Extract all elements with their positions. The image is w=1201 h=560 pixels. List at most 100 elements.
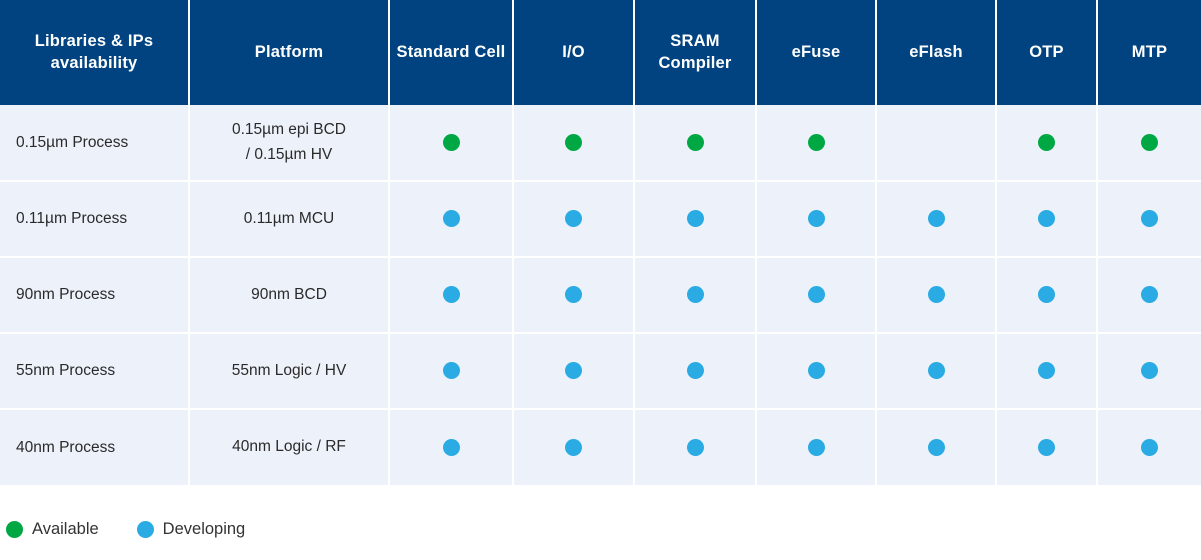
status-dot-available: [1141, 133, 1158, 151]
column-header-standard-cell: Standard Cell: [389, 0, 514, 105]
cell-otp: [996, 105, 1098, 182]
status-dot-developing: [442, 210, 460, 228]
status-dot-developing: [686, 438, 704, 456]
header-row: Libraries & IPs availability Platform St…: [0, 0, 1201, 105]
row-platform: 40nm Logic / RF: [189, 409, 390, 485]
row-platform: 55nm Logic / HV: [189, 333, 390, 410]
row-label-process: 40nm Process: [0, 409, 190, 485]
table-row: 0.11µm Process 0.11µm MCU: [0, 181, 1201, 258]
cell-io: [513, 257, 635, 334]
status-dot-developing: [442, 438, 460, 456]
cell-sram-compiler: [634, 333, 757, 410]
status-dot-developing: [1038, 362, 1055, 380]
cell-mtp: [1097, 105, 1201, 182]
status-dot-available: [565, 133, 582, 151]
status-dot-developing: [1141, 210, 1158, 228]
cell-standard-cell: [389, 257, 514, 334]
column-header-process: Libraries & IPs availability: [0, 0, 190, 105]
column-header-eflash: eFlash: [876, 0, 997, 105]
column-header-efuse: eFuse: [756, 0, 877, 105]
column-header-io: I/O: [513, 0, 635, 105]
cell-mtp: [1097, 409, 1201, 485]
legend-label-available: Available: [32, 520, 99, 538]
cell-standard-cell: [389, 105, 514, 182]
cell-efuse: [756, 181, 877, 258]
cell-eflash: [876, 409, 997, 485]
cell-otp: [996, 333, 1098, 410]
cell-eflash: [876, 257, 997, 334]
legend-label-developing: Developing: [162, 520, 246, 538]
cell-standard-cell: [389, 181, 514, 258]
status-dot-developing: [442, 362, 460, 380]
status-dot-developing: [442, 286, 460, 304]
cell-io: [513, 333, 635, 410]
libraries-ip-availability-table: Libraries & IPs availability Platform St…: [0, 0, 1201, 485]
status-dot-developing: [807, 286, 825, 304]
status-dot-developing: [1141, 438, 1158, 456]
status-dot-developing: [807, 210, 825, 228]
status-dot-available: [807, 133, 825, 151]
cell-mtp: [1097, 333, 1201, 410]
cell-io: [513, 105, 635, 182]
platform-line-2: / 0.15µm HV: [245, 145, 333, 163]
status-dot-developing: [565, 210, 582, 228]
status-dot-developing: [1038, 210, 1055, 228]
cell-eflash: [876, 333, 997, 410]
status-dot-developing: [807, 362, 825, 380]
status-dot-developing: [686, 286, 704, 304]
cell-eflash: [876, 181, 997, 258]
cell-eflash: [876, 105, 997, 182]
status-dot-developing: [565, 286, 582, 304]
status-dot-developing: [807, 438, 825, 456]
table-row: 0.15µm Process 0.15µm epi BCD / 0.15µm H…: [0, 105, 1201, 182]
status-dot-developing: [1141, 286, 1158, 304]
status-dot-developing: [1038, 286, 1055, 304]
status-dot-available: [442, 133, 460, 151]
cell-otp: [996, 409, 1098, 485]
cell-sram-compiler: [634, 409, 757, 485]
row-platform: 0.11µm MCU: [189, 181, 390, 258]
column-header-platform: Platform: [189, 0, 390, 105]
cell-otp: [996, 257, 1098, 334]
cell-mtp: [1097, 257, 1201, 334]
row-platform: 90nm BCD: [189, 257, 390, 334]
row-label-process: 0.15µm Process: [0, 105, 190, 182]
cell-sram-compiler: [634, 105, 757, 182]
column-header-otp: OTP: [996, 0, 1098, 105]
legend: Available Developing: [0, 520, 245, 539]
cell-standard-cell: [389, 333, 514, 410]
cell-io: [513, 181, 635, 258]
column-header-sram-compiler: SRAM Compiler: [634, 0, 757, 105]
column-header-process-line1: Libraries & IPs availability: [34, 32, 154, 72]
status-dot-developing: [927, 210, 945, 228]
status-dot-developing: [927, 362, 945, 380]
cell-efuse: [756, 257, 877, 334]
legend-item-available: Available: [6, 520, 99, 539]
row-label-process: 55nm Process: [0, 333, 190, 410]
status-dot-developing: [1141, 362, 1158, 380]
status-dot-developing: [565, 362, 582, 380]
cell-standard-cell: [389, 409, 514, 485]
cell-sram-compiler: [634, 257, 757, 334]
status-dot-developing: [686, 210, 704, 228]
cell-efuse: [756, 333, 877, 410]
table-body: 0.15µm Process 0.15µm epi BCD / 0.15µm H…: [0, 105, 1201, 485]
platform-line-1: 0.15µm epi BCD: [231, 121, 347, 139]
status-dot-developing: [565, 438, 582, 456]
status-dot-developing: [686, 362, 704, 380]
cell-efuse: [756, 105, 877, 182]
status-dot-developing: [1038, 438, 1055, 456]
row-label-process: 0.11µm Process: [0, 181, 190, 258]
legend-dot-developing-icon: [136, 521, 154, 538]
status-dot-available: [686, 133, 704, 151]
cell-otp: [996, 181, 1098, 258]
status-dot-developing: [927, 286, 945, 304]
table-header: Libraries & IPs availability Platform St…: [0, 0, 1201, 105]
legend-item-developing: Developing: [136, 520, 246, 539]
table-row: 90nm Process 90nm BCD: [0, 257, 1201, 334]
row-platform: 0.15µm epi BCD / 0.15µm HV: [189, 105, 390, 182]
status-dot-available: [1038, 133, 1055, 151]
cell-efuse: [756, 409, 877, 485]
status-dot-developing: [927, 438, 945, 456]
